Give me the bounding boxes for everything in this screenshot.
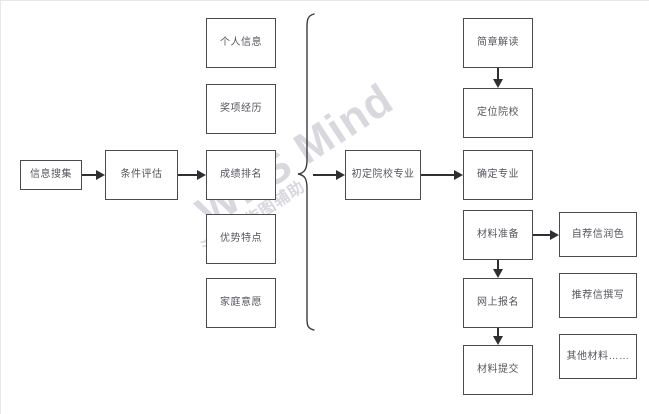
arrowhead-online-to-submit — [493, 336, 503, 345]
arrowhead-brace-to-prelim — [336, 170, 345, 180]
node-grade-ranking[interactable]: 成绩排名 — [206, 150, 276, 200]
connector-brochure-to-target — [497, 68, 499, 81]
arrowhead-brochure-to-target — [493, 79, 503, 88]
node-info-collect[interactable]: 信息搜集 — [20, 160, 82, 190]
arrowhead-prep-to-online — [493, 269, 503, 278]
connector-online-to-submit — [497, 328, 499, 337]
node-award-experience[interactable]: 奖项经历 — [206, 84, 276, 134]
node-online-registration[interactable]: 网上报名 — [463, 278, 533, 328]
node-confirm-major[interactable]: 确定专业 — [463, 150, 533, 200]
node-strengths[interactable]: 优势特点 — [206, 214, 276, 264]
node-personal-info[interactable]: 个人信息 — [206, 18, 276, 68]
arrowhead-eval-to-rank — [197, 170, 206, 180]
connector-prep-to-selfletter — [533, 234, 550, 236]
node-material-preparation[interactable]: 材料准备 — [463, 210, 533, 260]
node-target-school[interactable]: 定位院校 — [463, 88, 533, 138]
page-left-edge — [0, 0, 1, 414]
arrowhead-prelim-to-confirm — [454, 170, 463, 180]
connector-prep-to-online — [497, 260, 499, 270]
connector-prelim-to-confirm — [421, 174, 454, 176]
connector-brace-to-prelim — [313, 174, 336, 176]
arrowhead-info-to-eval — [96, 170, 105, 180]
connector-info-to-eval — [82, 174, 96, 176]
node-preliminary-major[interactable]: 初定院校专业 — [345, 150, 421, 200]
criteria-group-brace — [297, 13, 315, 331]
connector-eval-to-rank — [178, 174, 197, 176]
node-family-wish[interactable]: 家庭意愿 — [206, 278, 276, 328]
node-recommendation-letter[interactable]: 推荐信撰写 — [559, 273, 637, 318]
page-top-edge — [0, 0, 649, 1]
node-material-submission[interactable]: 材料提交 — [463, 345, 533, 395]
arrowhead-prep-to-selfletter — [550, 230, 559, 240]
node-self-recommendation-letter[interactable]: 自荐信润色 — [559, 212, 637, 257]
node-brochure-interpretation[interactable]: 简章解读 — [463, 18, 533, 68]
node-other-materials[interactable]: 其他材料…… — [559, 334, 637, 379]
node-condition-eval[interactable]: 条件评估 — [105, 150, 178, 200]
